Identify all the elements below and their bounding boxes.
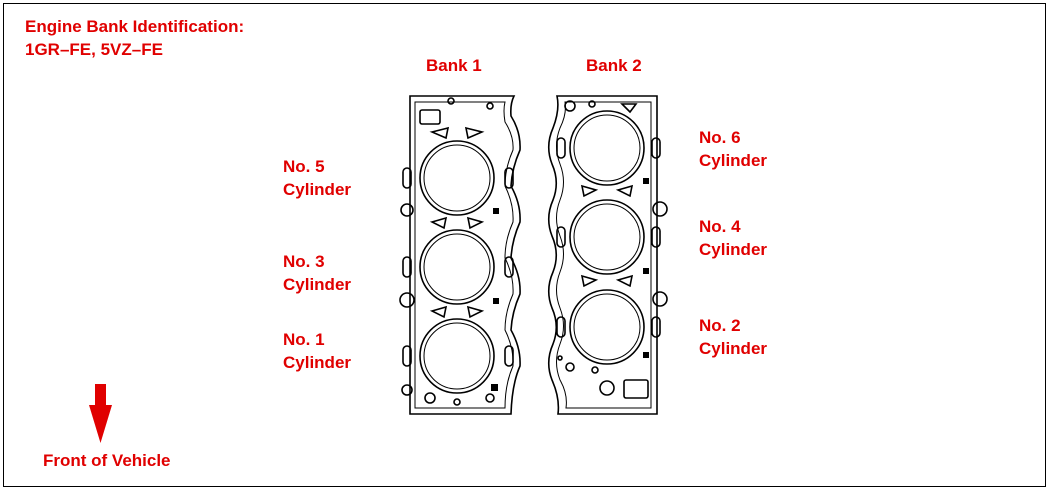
cylinder-no4-label: No. 4 Cylinder bbox=[699, 215, 767, 261]
title-line-1: Engine Bank Identification: bbox=[25, 17, 245, 36]
cylinder-no4-word: Cylinder bbox=[699, 240, 768, 259]
cylinder-no5-number: No. 5 bbox=[283, 157, 325, 176]
cylinder-no2-word: Cylinder bbox=[699, 339, 768, 358]
cylinder-no1-number: No. 1 bbox=[283, 330, 325, 349]
cylinder-no3-number: No. 3 bbox=[283, 252, 325, 271]
bank-1-bolt-markers bbox=[491, 208, 499, 391]
cylinder-no5-label: No. 5 Cylinder bbox=[283, 155, 351, 201]
cylinder-no2-number: No. 2 bbox=[699, 316, 741, 335]
front-of-vehicle-label: Front of Vehicle bbox=[43, 451, 171, 470]
diagram-title: Engine Bank Identification: 1GR–FE, 5VZ–… bbox=[25, 15, 244, 61]
front-arrow-icon bbox=[89, 384, 112, 443]
cylinder-no2-label: No. 2 Cylinder bbox=[699, 314, 767, 360]
cylinder-no6-word: Cylinder bbox=[699, 151, 768, 170]
cylinder-no6-label: No. 6 Cylinder bbox=[699, 126, 767, 172]
cylinder-no4-number: No. 4 bbox=[699, 217, 741, 236]
cylinder-no5-word: Cylinder bbox=[283, 180, 352, 199]
cylinder-no1-label: No. 1 Cylinder bbox=[283, 328, 351, 374]
title-line-2: 1GR–FE, 5VZ–FE bbox=[25, 40, 163, 59]
bank-1-gasket bbox=[399, 95, 521, 415]
cylinder-no6-number: No. 6 bbox=[699, 128, 741, 147]
bank-2-bolt-markers bbox=[643, 178, 649, 358]
diagram-frame bbox=[3, 3, 1046, 487]
bank-2-label: Bank 2 bbox=[586, 56, 642, 75]
bank-1-label: Bank 1 bbox=[426, 56, 482, 75]
cylinder-no1-word: Cylinder bbox=[283, 353, 352, 372]
bank-2-gasket bbox=[547, 95, 668, 415]
cylinder-no3-label: No. 3 Cylinder bbox=[283, 250, 351, 296]
cylinder-no3-word: Cylinder bbox=[283, 275, 352, 294]
